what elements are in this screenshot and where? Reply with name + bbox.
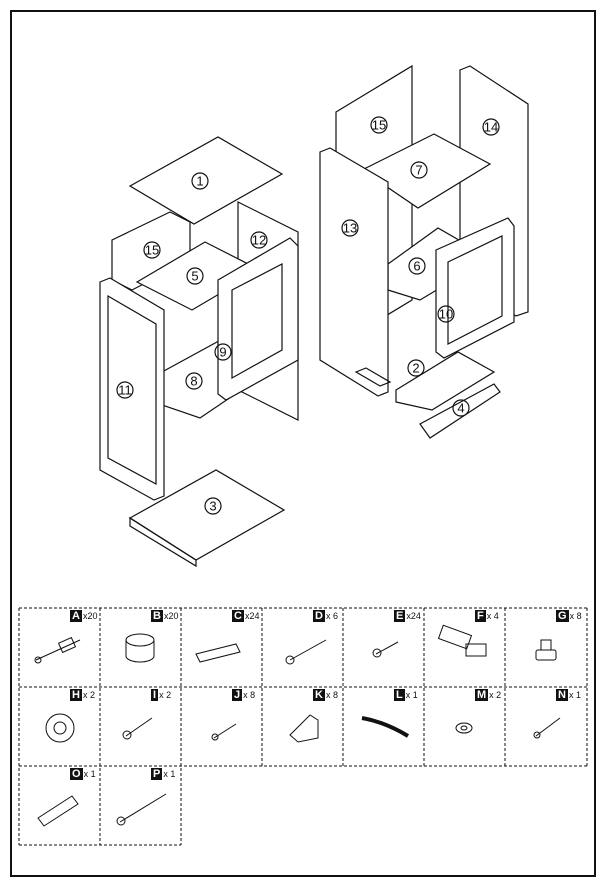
hardware-letter: B [151, 610, 163, 622]
hardware-letter: M [475, 689, 489, 701]
panel-1-top [128, 136, 284, 225]
hardware-qty: x 2 [82, 690, 95, 700]
plinth-strip [354, 367, 392, 387]
callout-6: 6 [413, 259, 420, 274]
callout-7: 7 [415, 163, 422, 178]
panel-2-base [395, 351, 496, 411]
panel-13-side [319, 147, 389, 397]
hardware-qty: x 8 [325, 690, 338, 700]
hardware-letter: P [151, 768, 163, 780]
hardware-letter: H [70, 689, 82, 701]
hardware-qty: x 1 [568, 690, 581, 700]
hardware-letter: C [232, 610, 244, 622]
door-9-glass [231, 263, 283, 380]
page-frame [10, 10, 596, 877]
callout-circle [191, 172, 209, 190]
callout-circle [370, 116, 388, 134]
callout-2: 2 [412, 361, 419, 376]
hardware-qty: x20 [163, 611, 179, 621]
hardware-letter: L [394, 689, 405, 701]
callout-circle [482, 118, 500, 136]
callouts: 1 2 3 4 5 6 7 8 9 10 11 12 13 14 15 15 [116, 116, 500, 515]
hardware-qty: x 4 [486, 611, 499, 621]
callout-4: 4 [457, 401, 464, 416]
hardware-letter: E [394, 610, 406, 622]
callout-circle [214, 343, 232, 361]
callout-circle [186, 267, 204, 285]
hardware-qty: x 2 [159, 690, 172, 700]
exploded-assembly-diagram: 1 2 3 4 5 6 7 8 9 10 11 12 13 14 15 15 [99, 64, 529, 568]
callout-5: 5 [191, 269, 198, 284]
hardware-letter: G [556, 610, 569, 622]
hardware-qty: x24 [244, 611, 260, 621]
callout-12: 12 [252, 233, 266, 248]
callout-15b: 15 [372, 118, 386, 133]
callout-1: 1 [196, 174, 203, 189]
panel-3-edge [129, 516, 197, 568]
callout-circle [143, 241, 161, 259]
callout-10: 10 [439, 307, 453, 322]
callout-14: 14 [484, 120, 498, 135]
callout-circle [408, 257, 426, 275]
callout-circle [185, 372, 203, 390]
callout-circle [204, 497, 222, 515]
callout-circle [250, 231, 268, 249]
callout-circle [341, 219, 359, 237]
panel-9-door [217, 237, 299, 401]
hardware-qty: x 8 [569, 611, 582, 621]
hardware-qty: x 6 [325, 611, 338, 621]
callout-circle [116, 381, 134, 399]
hardware-qty: x 2 [489, 690, 502, 700]
hardware-letter: F [475, 610, 486, 622]
hardware-letter: I [151, 689, 159, 701]
hardware-letter: O [70, 768, 83, 780]
hardware-letter: A [70, 610, 82, 622]
panel-4-plinth [419, 383, 501, 439]
hardware-qty: x20 [82, 611, 98, 621]
hardware-letter: D [313, 610, 325, 622]
panel-11-inner [107, 294, 157, 486]
hardware-qty: x 8 [243, 690, 256, 700]
callout-9: 9 [219, 345, 226, 360]
hardware-qty: x 1 [405, 690, 418, 700]
callout-circle [407, 359, 425, 377]
callout-11: 11 [118, 383, 132, 398]
callout-3: 3 [209, 499, 216, 514]
callout-circle [452, 399, 470, 417]
hardware-qty: x 1 [163, 769, 176, 779]
hardware-letter: N [556, 689, 568, 701]
panel-7-shelf [360, 133, 492, 209]
callout-13: 13 [343, 221, 357, 236]
hardware-qty: x 1 [83, 769, 96, 779]
callout-8: 8 [190, 374, 197, 389]
hardware-letter: K [313, 689, 325, 701]
door-10-glass [447, 235, 503, 345]
callout-circle [410, 161, 428, 179]
callout-circle [437, 305, 455, 323]
panel-11-side [99, 277, 165, 501]
callout-15a: 15 [145, 243, 159, 258]
hardware-letter: J [232, 689, 243, 701]
panel-10-door [435, 217, 515, 359]
hardware-qty: x24 [406, 611, 421, 621]
